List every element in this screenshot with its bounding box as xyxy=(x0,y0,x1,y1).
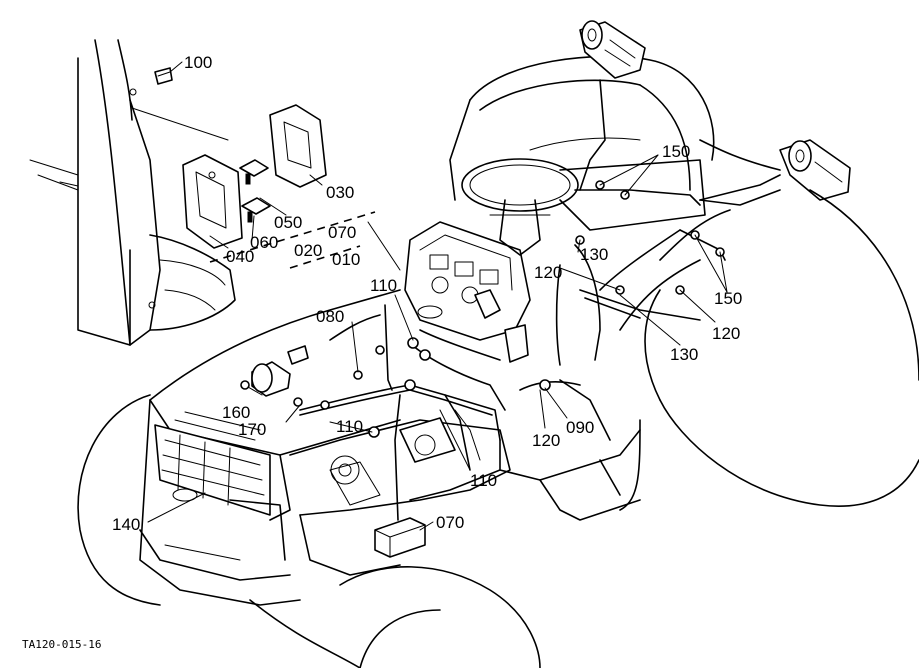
callout-050: 050 xyxy=(274,213,302,232)
rear-light-right xyxy=(779,139,851,201)
filter-component xyxy=(251,345,309,397)
callout-labels: 100 030 050 060 040 020 070 010 110 080 … xyxy=(112,53,742,534)
relay-part xyxy=(374,517,426,558)
bolt-part xyxy=(154,67,173,85)
callout-090: 090 xyxy=(566,418,594,437)
callout-120-b: 120 xyxy=(712,324,740,343)
engine-block xyxy=(289,409,511,576)
callout-150-b: 150 xyxy=(714,289,742,308)
callout-070-bottom: 070 xyxy=(436,513,464,532)
callout-130-a: 130 xyxy=(580,245,608,264)
figure-code: TA120-015-16 xyxy=(22,638,101,651)
wiring-harness xyxy=(299,79,781,521)
callout-150-a: 150 xyxy=(662,142,690,161)
left-panel-outline xyxy=(29,39,236,346)
dashboard-area xyxy=(404,221,531,363)
callout-100: 100 xyxy=(184,53,212,72)
lower-chassis xyxy=(409,379,641,521)
steering-wheel xyxy=(461,158,579,256)
hood-and-grille xyxy=(139,289,401,606)
operator-seat xyxy=(449,55,715,231)
callout-060: 060 xyxy=(250,233,278,252)
callout-080: 080 xyxy=(316,307,344,326)
assembly-group-lines xyxy=(209,211,401,271)
harness-clamps xyxy=(240,180,725,438)
fuse-box-bracket xyxy=(182,154,243,249)
callout-070-top: 070 xyxy=(328,223,356,242)
leader-lines xyxy=(147,61,728,531)
callout-110-b: 110 xyxy=(336,417,363,436)
fuse-parts xyxy=(239,159,271,223)
callout-020: 020 xyxy=(294,241,322,260)
callout-130-b: 130 xyxy=(670,345,698,364)
callout-160: 160 xyxy=(222,403,250,422)
callout-010: 010 xyxy=(332,250,360,269)
rear-wheel xyxy=(619,189,919,511)
callout-040: 040 xyxy=(226,247,254,266)
callout-120-c: 120 xyxy=(532,431,560,450)
callout-110-a: 110 xyxy=(370,276,397,295)
callout-120-a: 120 xyxy=(534,263,562,282)
rear-light-left xyxy=(579,20,646,79)
callout-030: 030 xyxy=(326,183,354,202)
callout-110-c: 110 xyxy=(470,471,497,490)
fuse-cover xyxy=(269,104,327,188)
rear-fender xyxy=(619,139,781,331)
callout-170: 170 xyxy=(238,420,266,439)
callout-140: 140 xyxy=(112,515,140,534)
